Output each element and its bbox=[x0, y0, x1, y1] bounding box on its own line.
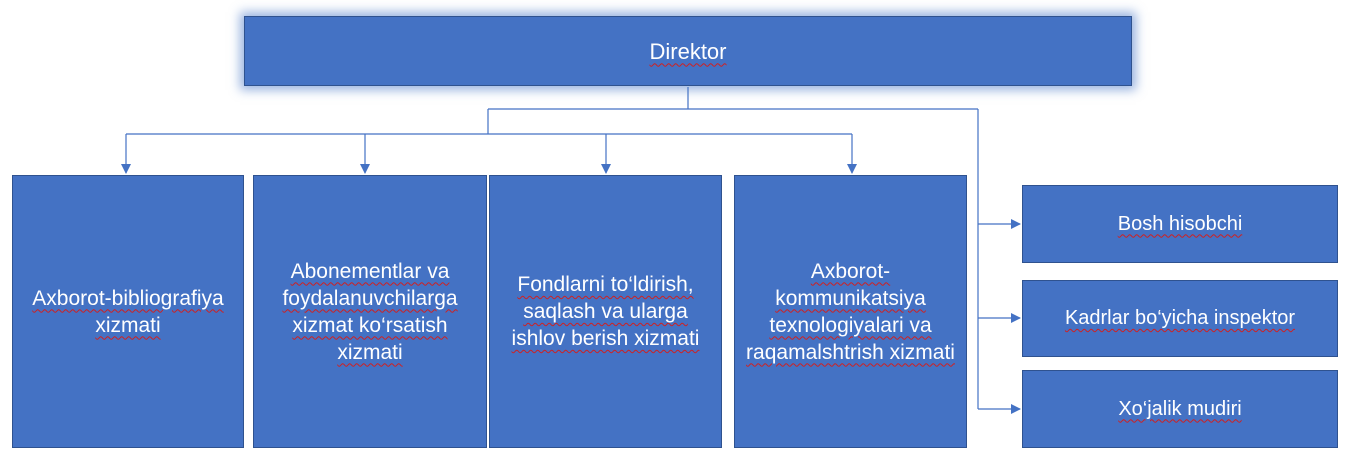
staff-box-bosh-hisobchi: Bosh hisobchi bbox=[1022, 185, 1338, 263]
staff-box-xojalik-mudiri: Xo‘jalik mudiri bbox=[1022, 370, 1338, 448]
dept-box-abonementlar: Abonementlar va foydalanuvchilarga xizma… bbox=[253, 175, 487, 448]
dept-box-axborot-kommunikatsiya: Axborot-kommunikatsiya texnologiyalari v… bbox=[734, 175, 967, 448]
dept-label: Axborot-bibliografiya xizmati bbox=[32, 286, 224, 337]
staff-label: Xo‘jalik mudiri bbox=[1118, 397, 1242, 420]
dept-label: Fondlarni to‘ldirish, saqlash va ularga … bbox=[511, 273, 700, 350]
dept-label: Axborot-kommunikatsiya texnologiyalari v… bbox=[746, 259, 955, 364]
director-box: Direktor bbox=[244, 16, 1132, 86]
dept-box-fondlarni-toldirish: Fondlarni to‘ldirish, saqlash va ularga … bbox=[489, 175, 722, 448]
staff-label: Bosh hisobchi bbox=[1117, 212, 1243, 235]
dept-box-axborot-bibliografiya: Axborot-bibliografiya xizmati bbox=[12, 175, 244, 448]
staff-label: Kadrlar bo‘yicha inspektor bbox=[1064, 307, 1296, 329]
dept-label: Abonementlar va foydalanuvchilarga xizma… bbox=[282, 259, 458, 364]
director-label: Direktor bbox=[649, 38, 727, 64]
staff-box-kadrlar-inspektor: Kadrlar bo‘yicha inspektor bbox=[1022, 280, 1338, 357]
